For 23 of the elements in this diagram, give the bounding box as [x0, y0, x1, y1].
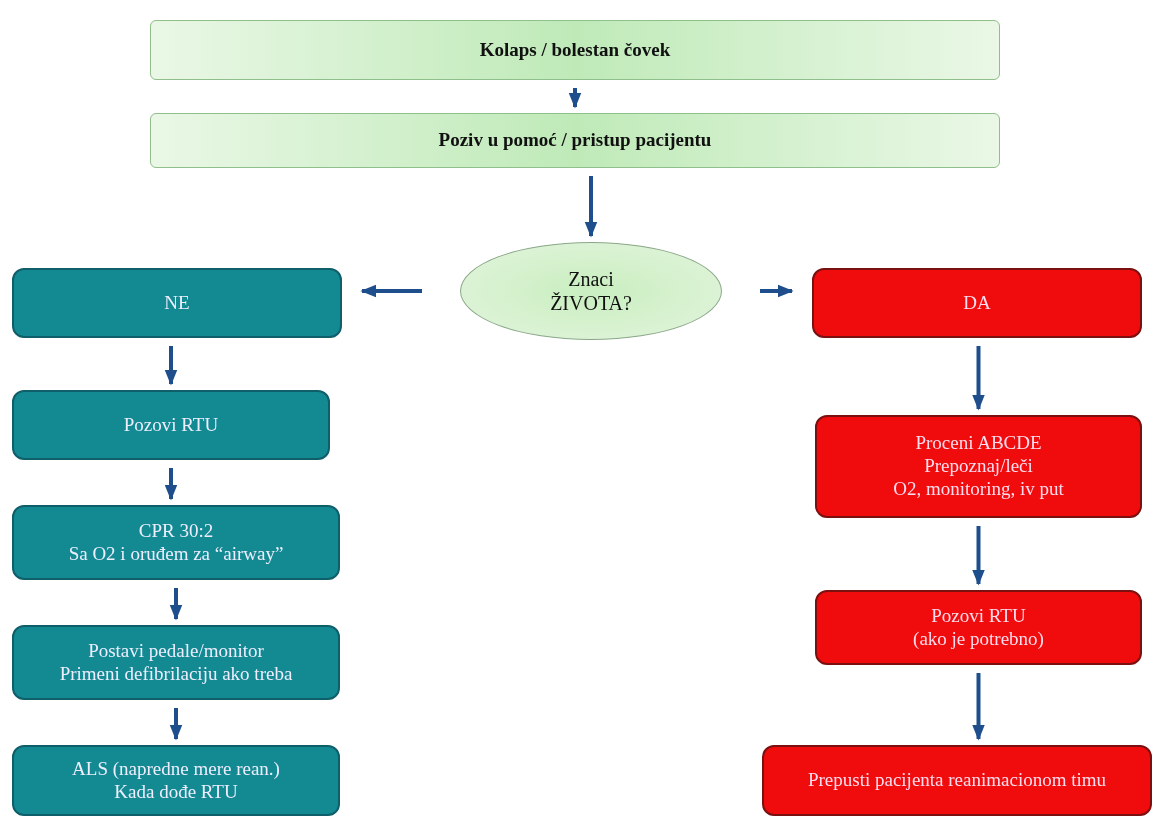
- process-box: Kolaps / bolestan čovek: [150, 20, 1000, 80]
- process-box: Postavi pedale/monitor Primeni defibrilaciju ako treba: [12, 625, 340, 700]
- process-box: Poziv u pomoć / pristup pacijentu: [150, 113, 1000, 168]
- arrow: [164, 468, 178, 501]
- process-box: DA: [812, 268, 1142, 338]
- process-box: NE: [12, 268, 342, 338]
- arrow: [584, 176, 598, 238]
- arrow: [972, 526, 985, 586]
- arrow: [169, 588, 183, 621]
- arrow: [972, 346, 985, 411]
- process-box: Pozovi RTU (ako je potrebno): [815, 590, 1142, 665]
- arrow: [164, 346, 178, 386]
- arrow: [568, 88, 582, 109]
- decision-ellipse: Znaci ŽIVOTA?: [460, 242, 722, 340]
- process-box: CPR 30:2 Sa O2 i oruđem za “airway”: [12, 505, 340, 580]
- arrow: [972, 673, 985, 741]
- process-box: Prepusti pacijenta reanimacionom timu: [762, 745, 1152, 816]
- arrow: [760, 284, 794, 298]
- arrow: [360, 284, 422, 298]
- process-box: ALS (napredne mere rean.) Kada dođe RTU: [12, 745, 340, 816]
- process-box: Pozovi RTU: [12, 390, 330, 460]
- process-box: Proceni ABCDE Prepoznaj/leči O2, monitoring, iv put: [815, 415, 1142, 518]
- arrow: [169, 708, 183, 741]
